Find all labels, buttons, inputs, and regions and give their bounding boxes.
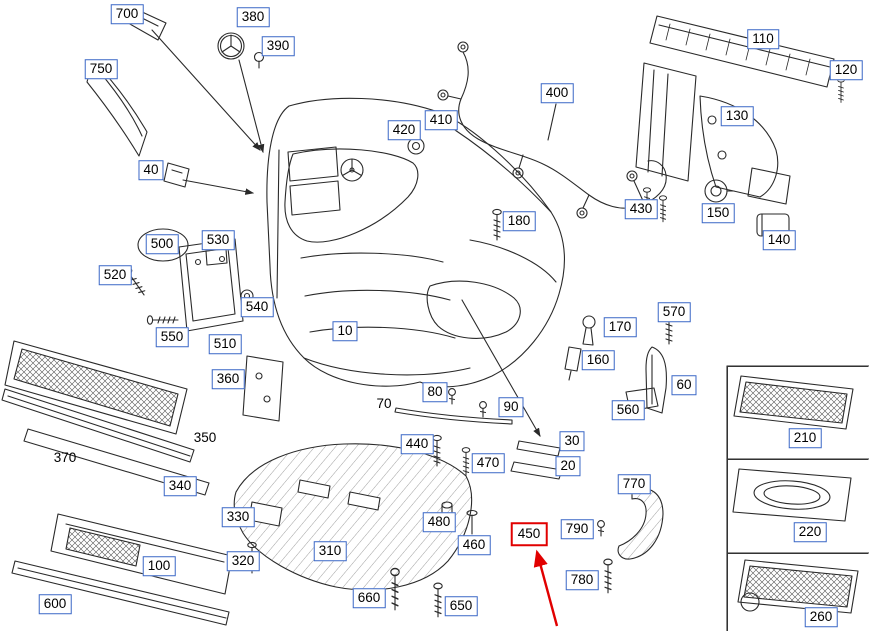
part-label-550[interactable]: 550 xyxy=(155,327,189,347)
part-label-320[interactable]: 320 xyxy=(226,551,260,571)
part-label-470[interactable]: 470 xyxy=(471,453,505,473)
part-label-110[interactable]: 110 xyxy=(747,29,779,49)
part-label-790[interactable]: 790 xyxy=(560,519,594,539)
part-label-420[interactable]: 420 xyxy=(387,120,421,140)
part-label-660[interactable]: 660 xyxy=(352,588,386,608)
part-label-210[interactable]: 210 xyxy=(788,428,822,448)
part-label-440[interactable]: 440 xyxy=(400,434,434,454)
part-label-780[interactable]: 780 xyxy=(565,570,599,590)
part-label-340[interactable]: 340 xyxy=(163,476,197,496)
part-label-520[interactable]: 520 xyxy=(98,265,132,285)
part-label-650[interactable]: 650 xyxy=(444,596,478,616)
part-label-10[interactable]: 10 xyxy=(332,321,358,341)
part-label-350[interactable]: 350 xyxy=(193,430,217,446)
part-label-460[interactable]: 460 xyxy=(457,535,491,555)
part-label-500[interactable]: 500 xyxy=(145,234,179,254)
part-label-510[interactable]: 510 xyxy=(208,334,242,354)
part-label-30[interactable]: 30 xyxy=(559,431,585,451)
variant-cell-210[interactable] xyxy=(727,366,868,459)
part-label-480[interactable]: 480 xyxy=(422,512,456,532)
part-label-370[interactable]: 370 xyxy=(53,450,77,466)
part-label-570[interactable]: 570 xyxy=(657,302,691,322)
part-label-400[interactable]: 400 xyxy=(540,83,574,103)
bumper-fascia-drawing xyxy=(266,97,565,388)
part-label-120[interactable]: 120 xyxy=(829,60,863,80)
part-label-170[interactable]: 170 xyxy=(603,317,637,337)
part-label-560[interactable]: 560 xyxy=(611,400,645,420)
part-label-430[interactable]: 430 xyxy=(624,199,658,219)
part-label-140[interactable]: 140 xyxy=(762,230,796,250)
part-label-260[interactable]: 260 xyxy=(804,607,838,627)
part-label-130[interactable]: 130 xyxy=(720,106,754,126)
part-label-160[interactable]: 160 xyxy=(581,350,615,370)
part-label-390[interactable]: 390 xyxy=(261,36,295,56)
part-label-60[interactable]: 60 xyxy=(671,375,697,395)
part-label-600[interactable]: 600 xyxy=(38,594,72,614)
part-label-150[interactable]: 150 xyxy=(701,203,735,223)
part-label-410[interactable]: 410 xyxy=(424,110,458,130)
small-strips-drawing xyxy=(394,299,563,480)
part-label-380[interactable]: 380 xyxy=(236,7,270,27)
part-label-540[interactable]: 540 xyxy=(240,297,274,317)
part-label-90[interactable]: 90 xyxy=(498,397,524,417)
variant-cell-260[interactable] xyxy=(727,553,868,631)
part-label-750[interactable]: 750 xyxy=(84,59,118,79)
part-label-70[interactable]: 70 xyxy=(376,396,392,412)
part-label-770[interactable]: 770 xyxy=(617,474,651,494)
part-label-100[interactable]: 100 xyxy=(142,556,176,576)
part-label-450-selected[interactable]: 450 xyxy=(510,522,548,546)
part-label-80[interactable]: 80 xyxy=(422,382,448,402)
part-label-530[interactable]: 530 xyxy=(201,230,235,250)
part-label-220[interactable]: 220 xyxy=(793,522,827,542)
part-label-360[interactable]: 360 xyxy=(211,369,245,389)
left-grilles-drawing xyxy=(1,340,284,626)
trim-strips-top-left xyxy=(86,4,265,195)
selection-arrow xyxy=(533,549,559,627)
part-label-700[interactable]: 700 xyxy=(110,4,144,24)
variant-cell-220[interactable] xyxy=(727,459,868,553)
part-label-330[interactable]: 330 xyxy=(221,507,255,527)
part-label-20[interactable]: 20 xyxy=(555,456,581,476)
part-label-40[interactable]: 40 xyxy=(138,160,164,180)
part-label-180[interactable]: 180 xyxy=(502,211,536,231)
right-brackets-drawing xyxy=(564,312,674,594)
part-label-310[interactable]: 310 xyxy=(313,541,347,561)
